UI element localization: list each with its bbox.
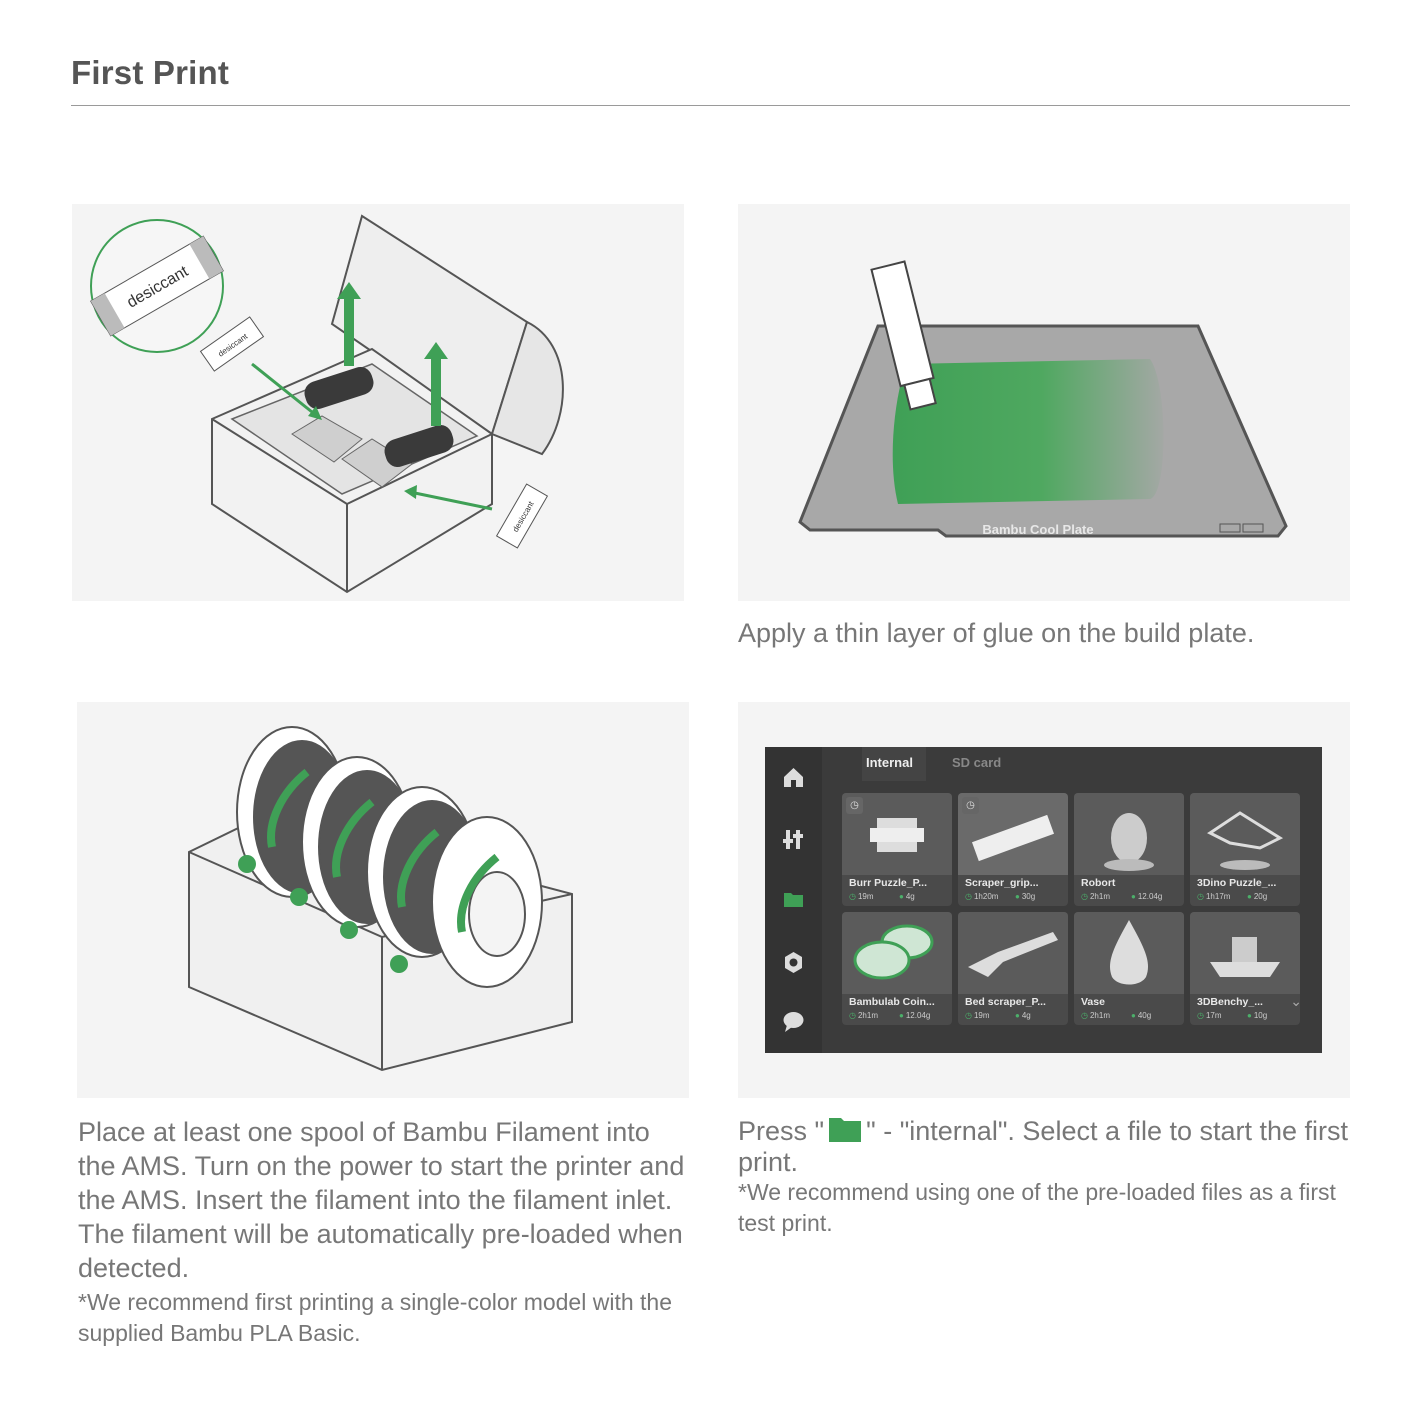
file-time: ◷19m xyxy=(965,1011,990,1020)
step2-caption: Apply a thin layer of glue on the build … xyxy=(738,618,1255,648)
file-weight: ●30g xyxy=(1015,892,1036,901)
file-weight: ●12.04g xyxy=(899,1011,931,1020)
file-name: Scraper_grip... xyxy=(965,877,1039,889)
plate-label: Bambu Cool Plate xyxy=(982,522,1093,537)
screen-tabs: Internal SD card xyxy=(822,747,1322,781)
file-time: ◷1h20m xyxy=(965,892,999,901)
file-name: 3Dino Puzzle_... xyxy=(1197,877,1277,889)
file-thumbnail xyxy=(1190,793,1300,875)
home-icon[interactable] xyxy=(781,765,806,790)
step3-caption: Place at least one spool of Bambu Filame… xyxy=(78,1117,685,1283)
screen-sidebar xyxy=(765,747,822,1053)
tab-internal[interactable]: Internal xyxy=(866,755,913,770)
settings-icon[interactable] xyxy=(781,950,806,975)
chevron-down-icon[interactable]: ⌄ xyxy=(1290,993,1302,1009)
step4-caption: Press "" - "internal". Select a file to … xyxy=(738,1115,1378,1178)
controls-icon[interactable] xyxy=(781,827,806,852)
folder-icon[interactable] xyxy=(781,887,806,912)
file-name: 3DBenchy_... xyxy=(1197,996,1263,1008)
step4-caption-after: " - "internal". Select a file to start t… xyxy=(738,1116,1349,1177)
file-thumbnail xyxy=(1074,912,1184,994)
file-card[interactable]: Bambulab Coin... ◷2h1m ●12.04g xyxy=(842,912,952,1025)
tab-internal-highlight xyxy=(862,747,926,781)
file-card[interactable]: Robort ◷2h1m ●12.04g xyxy=(1074,793,1184,906)
file-time: ◷2h1m xyxy=(1081,892,1110,901)
file-thumbnail xyxy=(842,912,952,994)
file-name: Burr Puzzle_P... xyxy=(849,877,928,889)
file-thumbnail xyxy=(1190,912,1300,994)
file-thumbnail xyxy=(1074,793,1184,875)
file-weight: ●12.04g xyxy=(1131,892,1163,901)
file-name: Robort xyxy=(1081,877,1116,889)
file-name: Bed scraper_P... xyxy=(965,996,1046,1008)
file-time: ◷19m xyxy=(849,892,874,901)
file-card[interactable]: ◷ Scraper_grip... ◷1h20m ●30g xyxy=(958,793,1068,906)
file-time: ◷2h1m xyxy=(849,1011,878,1020)
ams-desiccant-illustration: desiccant desiccant desiccant xyxy=(72,204,684,601)
file-weight: ●4g xyxy=(899,892,915,901)
file-thumbnail xyxy=(958,912,1068,994)
screen-panel: Internal SD card ◷ Burr Puzzle_P... ◷19m… xyxy=(738,702,1350,1098)
file-weight: ●40g xyxy=(1131,1011,1152,1020)
clock-icon: ◷ xyxy=(846,797,863,814)
file-card[interactable]: Vase ◷2h1m ●40g xyxy=(1074,912,1184,1025)
ams-spools-illustration xyxy=(77,702,689,1098)
file-card[interactable]: ◷ Burr Puzzle_P... ◷19m ●4g xyxy=(842,793,952,906)
file-name: Vase xyxy=(1081,996,1105,1008)
file-weight: ●10g xyxy=(1247,1011,1268,1020)
title-divider xyxy=(71,105,1350,106)
step3-note: *We recommend first printing a single-co… xyxy=(78,1289,672,1346)
clock-icon: ◷ xyxy=(962,797,979,814)
printer-screen: Internal SD card ◷ Burr Puzzle_P... ◷19m… xyxy=(765,747,1322,1053)
page-title: First Print xyxy=(71,54,230,91)
file-time: ◷2h1m xyxy=(1081,1011,1110,1020)
file-card[interactable]: 3DBenchy_... ◷17m ●10g xyxy=(1190,912,1300,1025)
file-time: ◷17m xyxy=(1197,1011,1222,1020)
folder-icon xyxy=(829,1118,862,1142)
file-card[interactable]: Bed scraper_P... ◷19m ●4g xyxy=(958,912,1068,1025)
build-plate-illustration: Bambu Cool Plate xyxy=(738,204,1350,601)
file-time: ◷1h17m xyxy=(1197,892,1231,901)
step4-note: *We recommend using one of the pre-loade… xyxy=(738,1179,1336,1236)
file-weight: ●20g xyxy=(1247,892,1268,901)
file-name: Bambulab Coin... xyxy=(849,996,935,1008)
file-weight: ●4g xyxy=(1015,1011,1031,1020)
tab-sd-card[interactable]: SD card xyxy=(952,755,1002,770)
file-card[interactable]: 3Dino Puzzle_... ◷1h17m ●20g xyxy=(1190,793,1300,906)
step4-caption-before: Press " xyxy=(738,1116,825,1146)
message-icon[interactable] xyxy=(781,1009,806,1034)
